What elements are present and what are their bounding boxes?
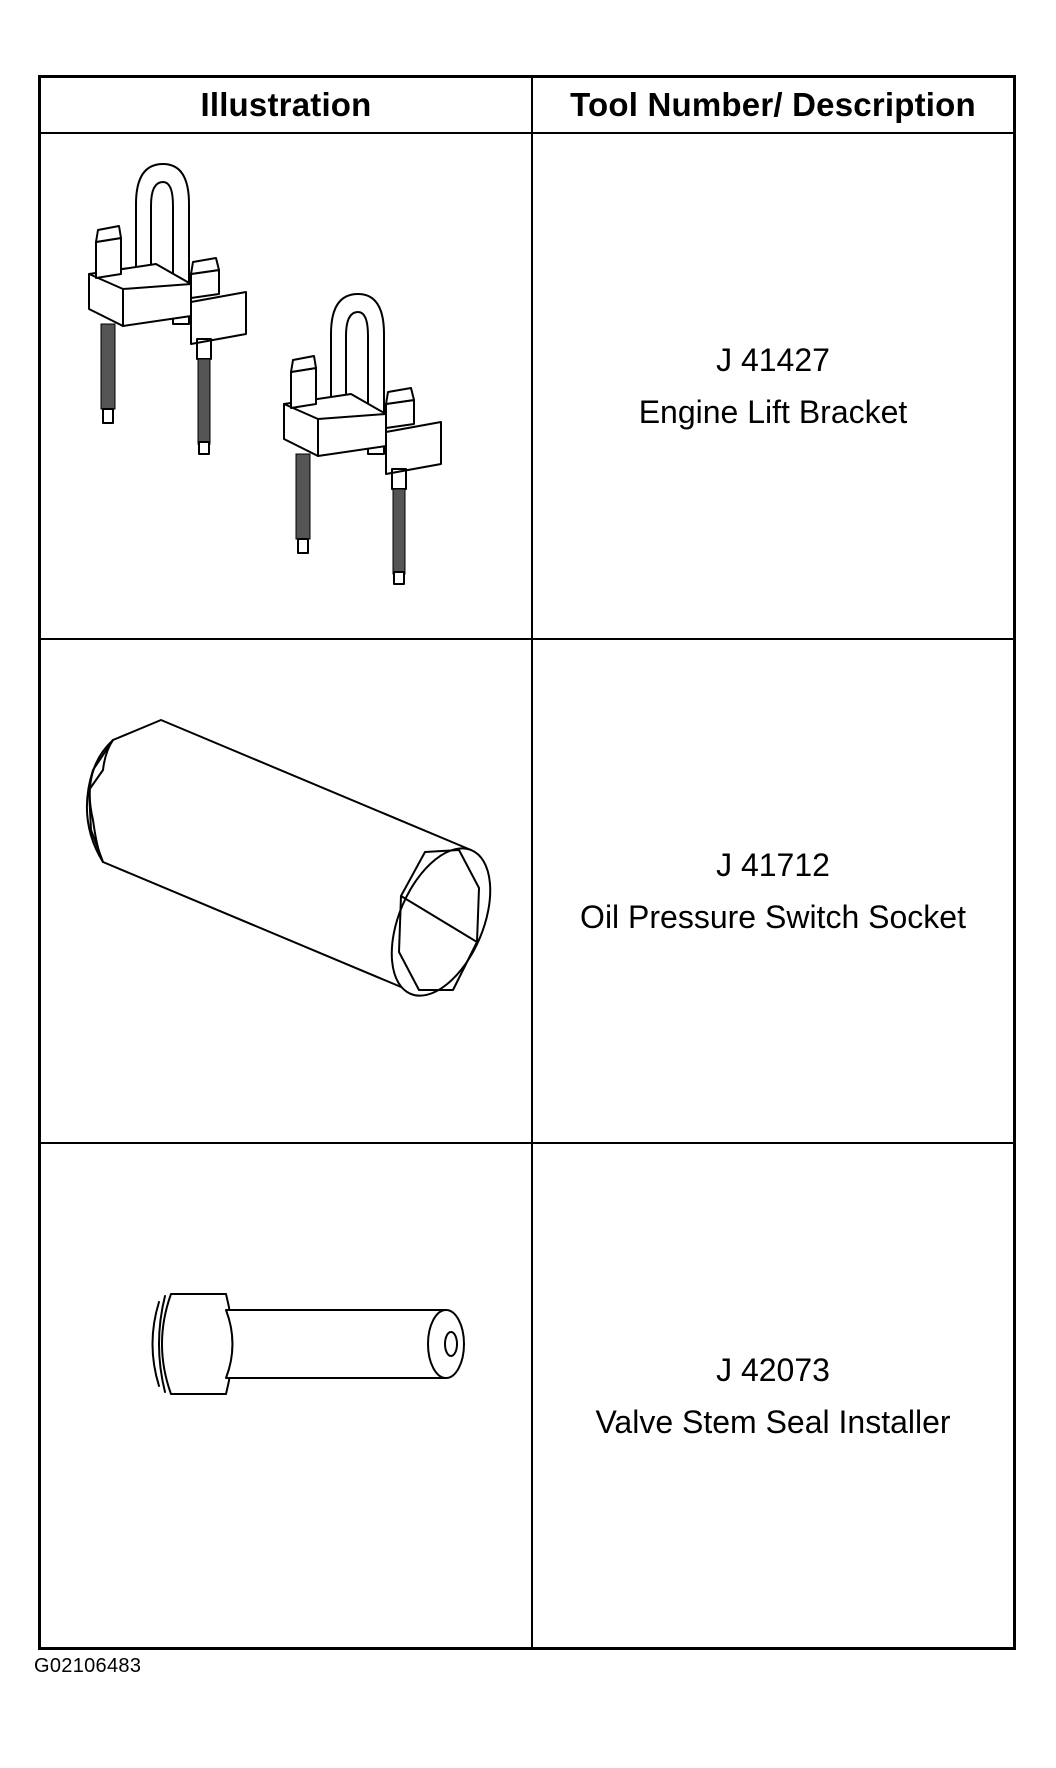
tool-description: Engine Lift Bracket: [638, 394, 908, 430]
valve-stem-seal-installer-icon: [151, 1293, 465, 1395]
tool-number: J 42073: [716, 1351, 830, 1388]
table-row-description: J 42073 Valve Stem Seal Installer: [533, 1144, 1013, 1647]
tool-number: J 41427: [716, 342, 830, 378]
table-row-description: J 41712 Oil Pressure Switch Socket: [533, 640, 1013, 1142]
engine-lift-bracket-icon: [88, 163, 442, 585]
row-divider: [41, 638, 1013, 640]
tool-number: J 41712: [716, 847, 830, 883]
special-tools-table: Illustration Tool Number/ Description: [38, 75, 1016, 1650]
column-header-illustration: Illustration: [200, 86, 372, 123]
row-divider: [41, 1142, 1013, 1144]
tool-description: Valve Stem Seal Installer: [595, 1403, 951, 1440]
table-row-illustration: [41, 1144, 531, 1647]
header-divider: [41, 132, 1013, 134]
table-row-illustration: [41, 640, 531, 1142]
column-divider: [531, 78, 533, 1647]
figure-id: G02106483: [34, 1655, 142, 1677]
column-header-description: Tool Number/ Description: [570, 86, 976, 123]
tool-description: Oil Pressure Switch Socket: [580, 899, 966, 935]
table-row-description: J 41427 Engine Lift Bracket: [533, 134, 1013, 638]
oil-pressure-switch-socket-icon: [85, 719, 492, 997]
table-row-illustration: [41, 134, 531, 638]
